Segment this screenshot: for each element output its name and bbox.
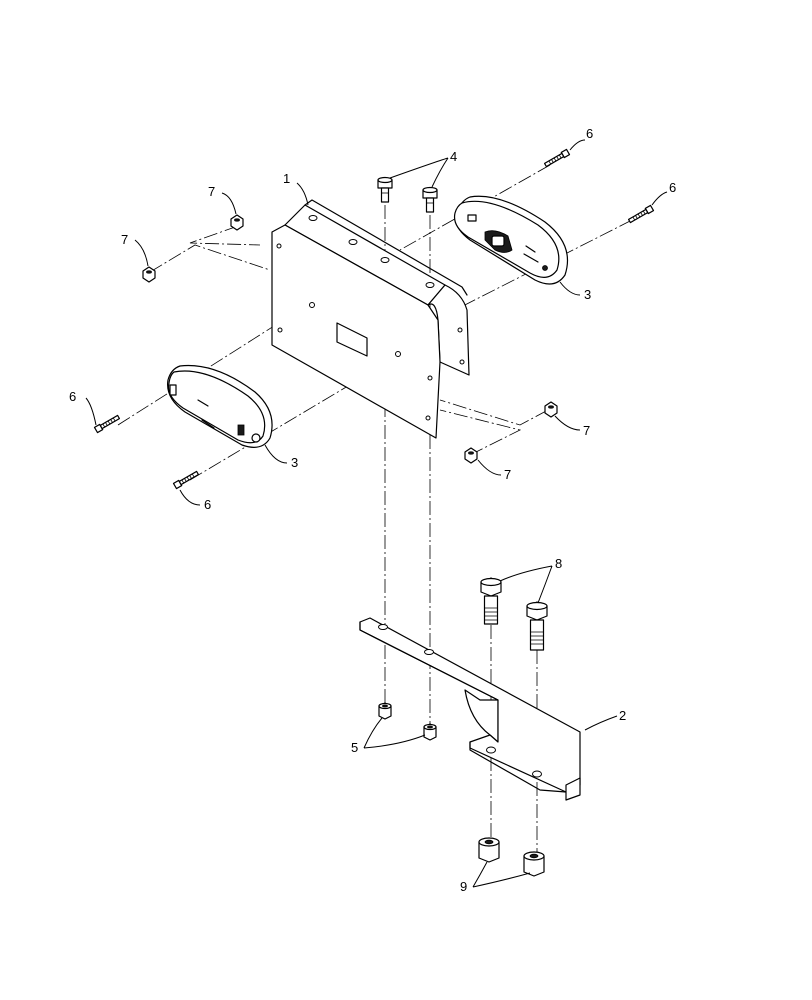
callout-7-upper-b: 7 <box>121 232 128 247</box>
lamp-part-3-upper <box>453 195 569 285</box>
callout-7-lower-a: 7 <box>583 423 590 438</box>
nuts-part-7 <box>142 214 558 464</box>
lower-bar-part-2 <box>359 617 581 801</box>
callout-6-lower-a: 6 <box>69 389 76 404</box>
callout-7-lower-b: 7 <box>504 467 511 482</box>
bolts-part-8 <box>480 577 548 651</box>
callout-3-upper: 3 <box>584 287 591 302</box>
callout-5: 5 <box>351 740 358 755</box>
callout-6-upper-b: 6 <box>669 180 676 195</box>
callout-2: 2 <box>619 708 626 723</box>
nuts-part-9 <box>478 837 545 877</box>
callout-3-lower: 3 <box>291 455 298 470</box>
callout-6-upper-a: 6 <box>586 126 593 141</box>
screws-part-6 <box>93 148 655 490</box>
lamp-part-3-lower <box>167 364 273 448</box>
callout-7-upper-a: 7 <box>208 184 215 199</box>
callout-6-lower-b: 6 <box>204 497 211 512</box>
mounting-bracket-part-1 <box>271 199 470 439</box>
leader-lines <box>85 139 668 888</box>
callout-8: 8 <box>555 556 562 571</box>
callout-9: 9 <box>460 879 467 894</box>
nuts-part-5 <box>378 702 437 741</box>
callout-labels: 1 2 3 3 4 5 6 6 6 6 7 7 7 7 8 9 <box>69 126 676 894</box>
bolts-part-4 <box>377 176 438 213</box>
callout-4: 4 <box>450 149 457 164</box>
callout-1: 1 <box>283 171 290 186</box>
